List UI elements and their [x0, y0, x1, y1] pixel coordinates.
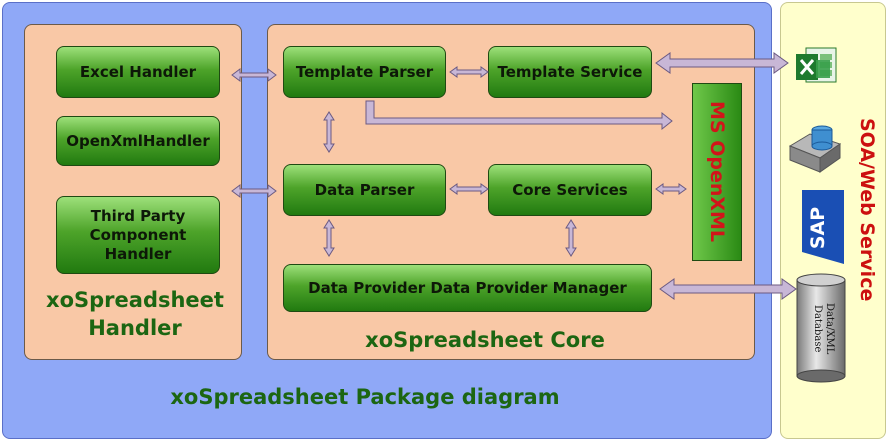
soa-title-label: SOA/Web Service	[856, 118, 878, 302]
sap-text: SAP	[807, 207, 829, 249]
arrow-service-to-soa	[655, 52, 789, 74]
database-label: Data/XML Database	[808, 284, 838, 374]
soa-title: SOA/Web Service	[850, 100, 884, 320]
data-provider-box: Data Provider Data Provider Manager	[283, 264, 652, 312]
arrow-dataparser-to-provider	[323, 219, 335, 257]
database-cylinder-icon	[796, 273, 846, 383]
openxml-handler-box: OpenXmlHandler	[56, 116, 220, 166]
excel-handler-box: Excel Handler	[56, 46, 220, 98]
excel-handler-label: Excel Handler	[79, 62, 197, 81]
database-label-text: Data/XML Database	[812, 303, 835, 355]
third-party-handler-box: Third Party Component Handler	[56, 196, 220, 274]
arrow-coreservices-to-provider	[565, 219, 577, 257]
arrow-parser-to-dataparser	[323, 111, 335, 153]
template-service-box: Template Service	[488, 46, 652, 98]
arrow-thirdparty-to-dataparser	[231, 184, 277, 198]
package-title: xoSpreadsheet Package diagram	[170, 385, 560, 409]
template-parser-label: Template Parser	[295, 62, 434, 81]
core-services-label: Core Services	[512, 180, 628, 199]
ms-openxml-label: MS OpenXML	[706, 101, 728, 243]
template-service-label: Template Service	[497, 62, 643, 81]
openxml-handler-label: OpenXmlHandler	[66, 131, 210, 150]
database-server-icon	[788, 125, 842, 173]
excel-icon	[796, 47, 837, 83]
core-panel-title: xoSpreadsheet Core	[365, 328, 605, 352]
ms-openxml-box: MS OpenXML	[692, 83, 742, 261]
arrow-excel-to-parser	[231, 68, 277, 82]
arrow-parser-to-openxml	[365, 100, 673, 131]
arrow-provider-to-soa	[659, 278, 797, 300]
data-parser-label: Data Parser	[314, 180, 415, 199]
core-services-box: Core Services	[488, 164, 652, 216]
data-provider-label: Data Provider Data Provider Manager	[308, 278, 627, 297]
third-party-handler-label: Third Party Component Handler	[89, 206, 187, 263]
sap-icon: SAP	[802, 190, 844, 264]
handler-panel-title: xoSpreadsheet Handler	[46, 288, 224, 340]
arrow-parser-to-service	[449, 66, 489, 78]
data-parser-box: Data Parser	[283, 164, 446, 216]
template-parser-box: Template Parser	[283, 46, 446, 98]
arrow-dataparser-to-coreservices	[449, 183, 489, 195]
arrow-coreservices-to-openxml	[655, 183, 687, 195]
